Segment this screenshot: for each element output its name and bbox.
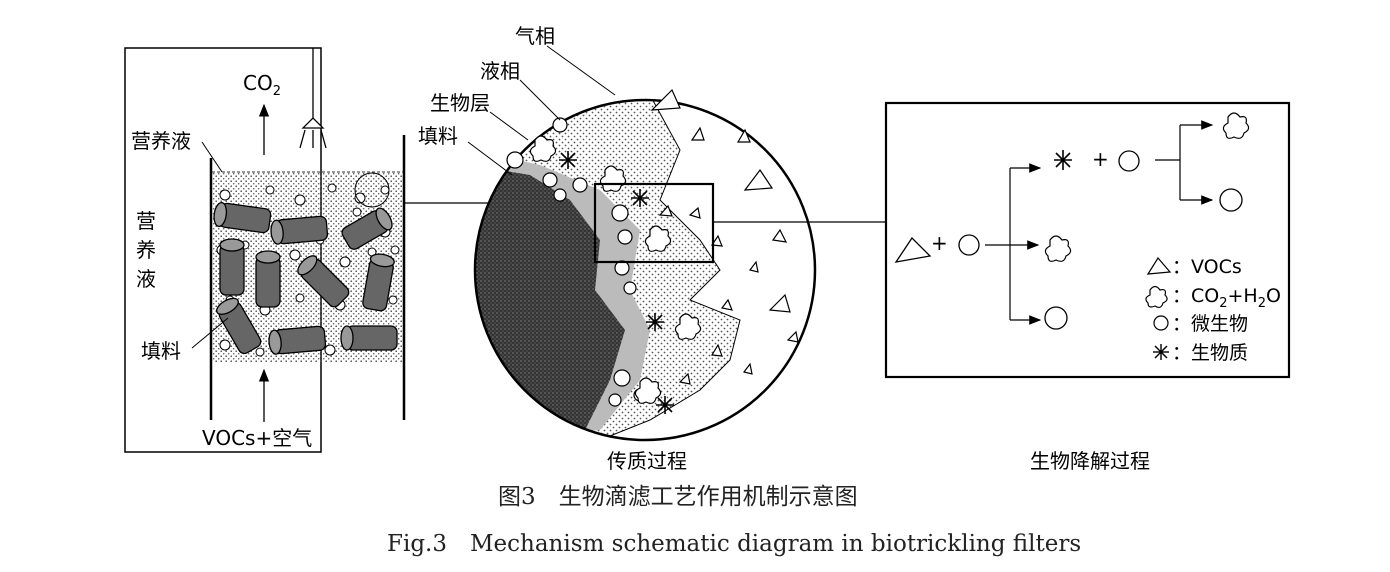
co2-label: CO2 xyxy=(243,71,281,99)
microbe-reactant-icon xyxy=(958,234,980,256)
sprayer-icon xyxy=(299,48,327,149)
co2-product-icon-1 xyxy=(1044,235,1072,262)
voc-reactant-icon xyxy=(894,236,932,263)
biomass-stars xyxy=(559,151,674,414)
voc-triangles xyxy=(650,88,799,385)
legend-biomass-label: ：生物质 xyxy=(1172,342,1248,364)
nutrient-label: 营养液 xyxy=(131,129,191,153)
reaction-arrows xyxy=(985,120,1214,325)
legend-microbe-icon xyxy=(1153,315,1169,331)
biodegradation-panel: + + ：VOCs ：CO2+H2O ：微 xyxy=(884,101,1291,473)
magnify-spot xyxy=(354,172,390,208)
caption-english: Fig.3 Mechanism schematic diagram in bio… xyxy=(387,531,1081,557)
nutrient-vertical-3: 液 xyxy=(136,267,156,291)
zoom-circle xyxy=(473,98,817,442)
biomass-product-icon xyxy=(1054,150,1072,170)
legend-voc-icon xyxy=(1146,256,1172,275)
label-leaders xyxy=(467,45,616,176)
biodegradation-subtitle: 生物降解过程 xyxy=(1030,449,1150,473)
legend-co2-label: ：CO2+H2O xyxy=(1172,285,1281,311)
microbe-product-icon-1 xyxy=(1118,150,1140,172)
gas-phase-label: 气相 xyxy=(515,24,555,48)
biofilm-label: 生物层 xyxy=(430,91,490,115)
packing-cylinders xyxy=(213,201,398,355)
legend: ：VOCs ：CO2+H2O ：微生物 ：生物质 xyxy=(1145,256,1281,364)
plus-sign-2: + xyxy=(1092,147,1109,171)
legend-co2-icon xyxy=(1145,285,1168,309)
packing-label-left: 填料 xyxy=(141,339,181,363)
nutrient-vertical-2: 养 xyxy=(136,238,156,262)
plus-sign-1: + xyxy=(931,231,948,255)
zoom-rectangle xyxy=(593,182,715,264)
biodegradation-box xyxy=(884,101,1291,379)
liquid-phase-label: 液相 xyxy=(480,59,520,83)
packing-label-middle: 填料 xyxy=(418,124,458,148)
caption-chinese: 图3 生物滴滤工艺作用机制示意图 xyxy=(498,484,858,510)
microbe-product-icon-3 xyxy=(1219,188,1243,212)
legend-microbe-label: ：微生物 xyxy=(1172,313,1248,335)
microbe-product-icon-2 xyxy=(1044,306,1068,330)
legend-voc-label: ：VOCs xyxy=(1172,256,1242,278)
reactor-panel: CO2 营养液 营 养 液 填料 VOCs+空气 xyxy=(124,47,490,453)
nutrient-vertical-1: 营 xyxy=(136,209,156,233)
mass-transfer-subtitle: 传质过程 xyxy=(607,449,687,473)
co2-product-icon-2 xyxy=(1222,112,1250,139)
inlet-label: VOCs+空气 xyxy=(202,426,312,450)
legend-biomass-icon xyxy=(1153,344,1169,360)
mass-transfer-panel: 气相 液相 生物层 填料 传质过程 xyxy=(418,24,886,473)
